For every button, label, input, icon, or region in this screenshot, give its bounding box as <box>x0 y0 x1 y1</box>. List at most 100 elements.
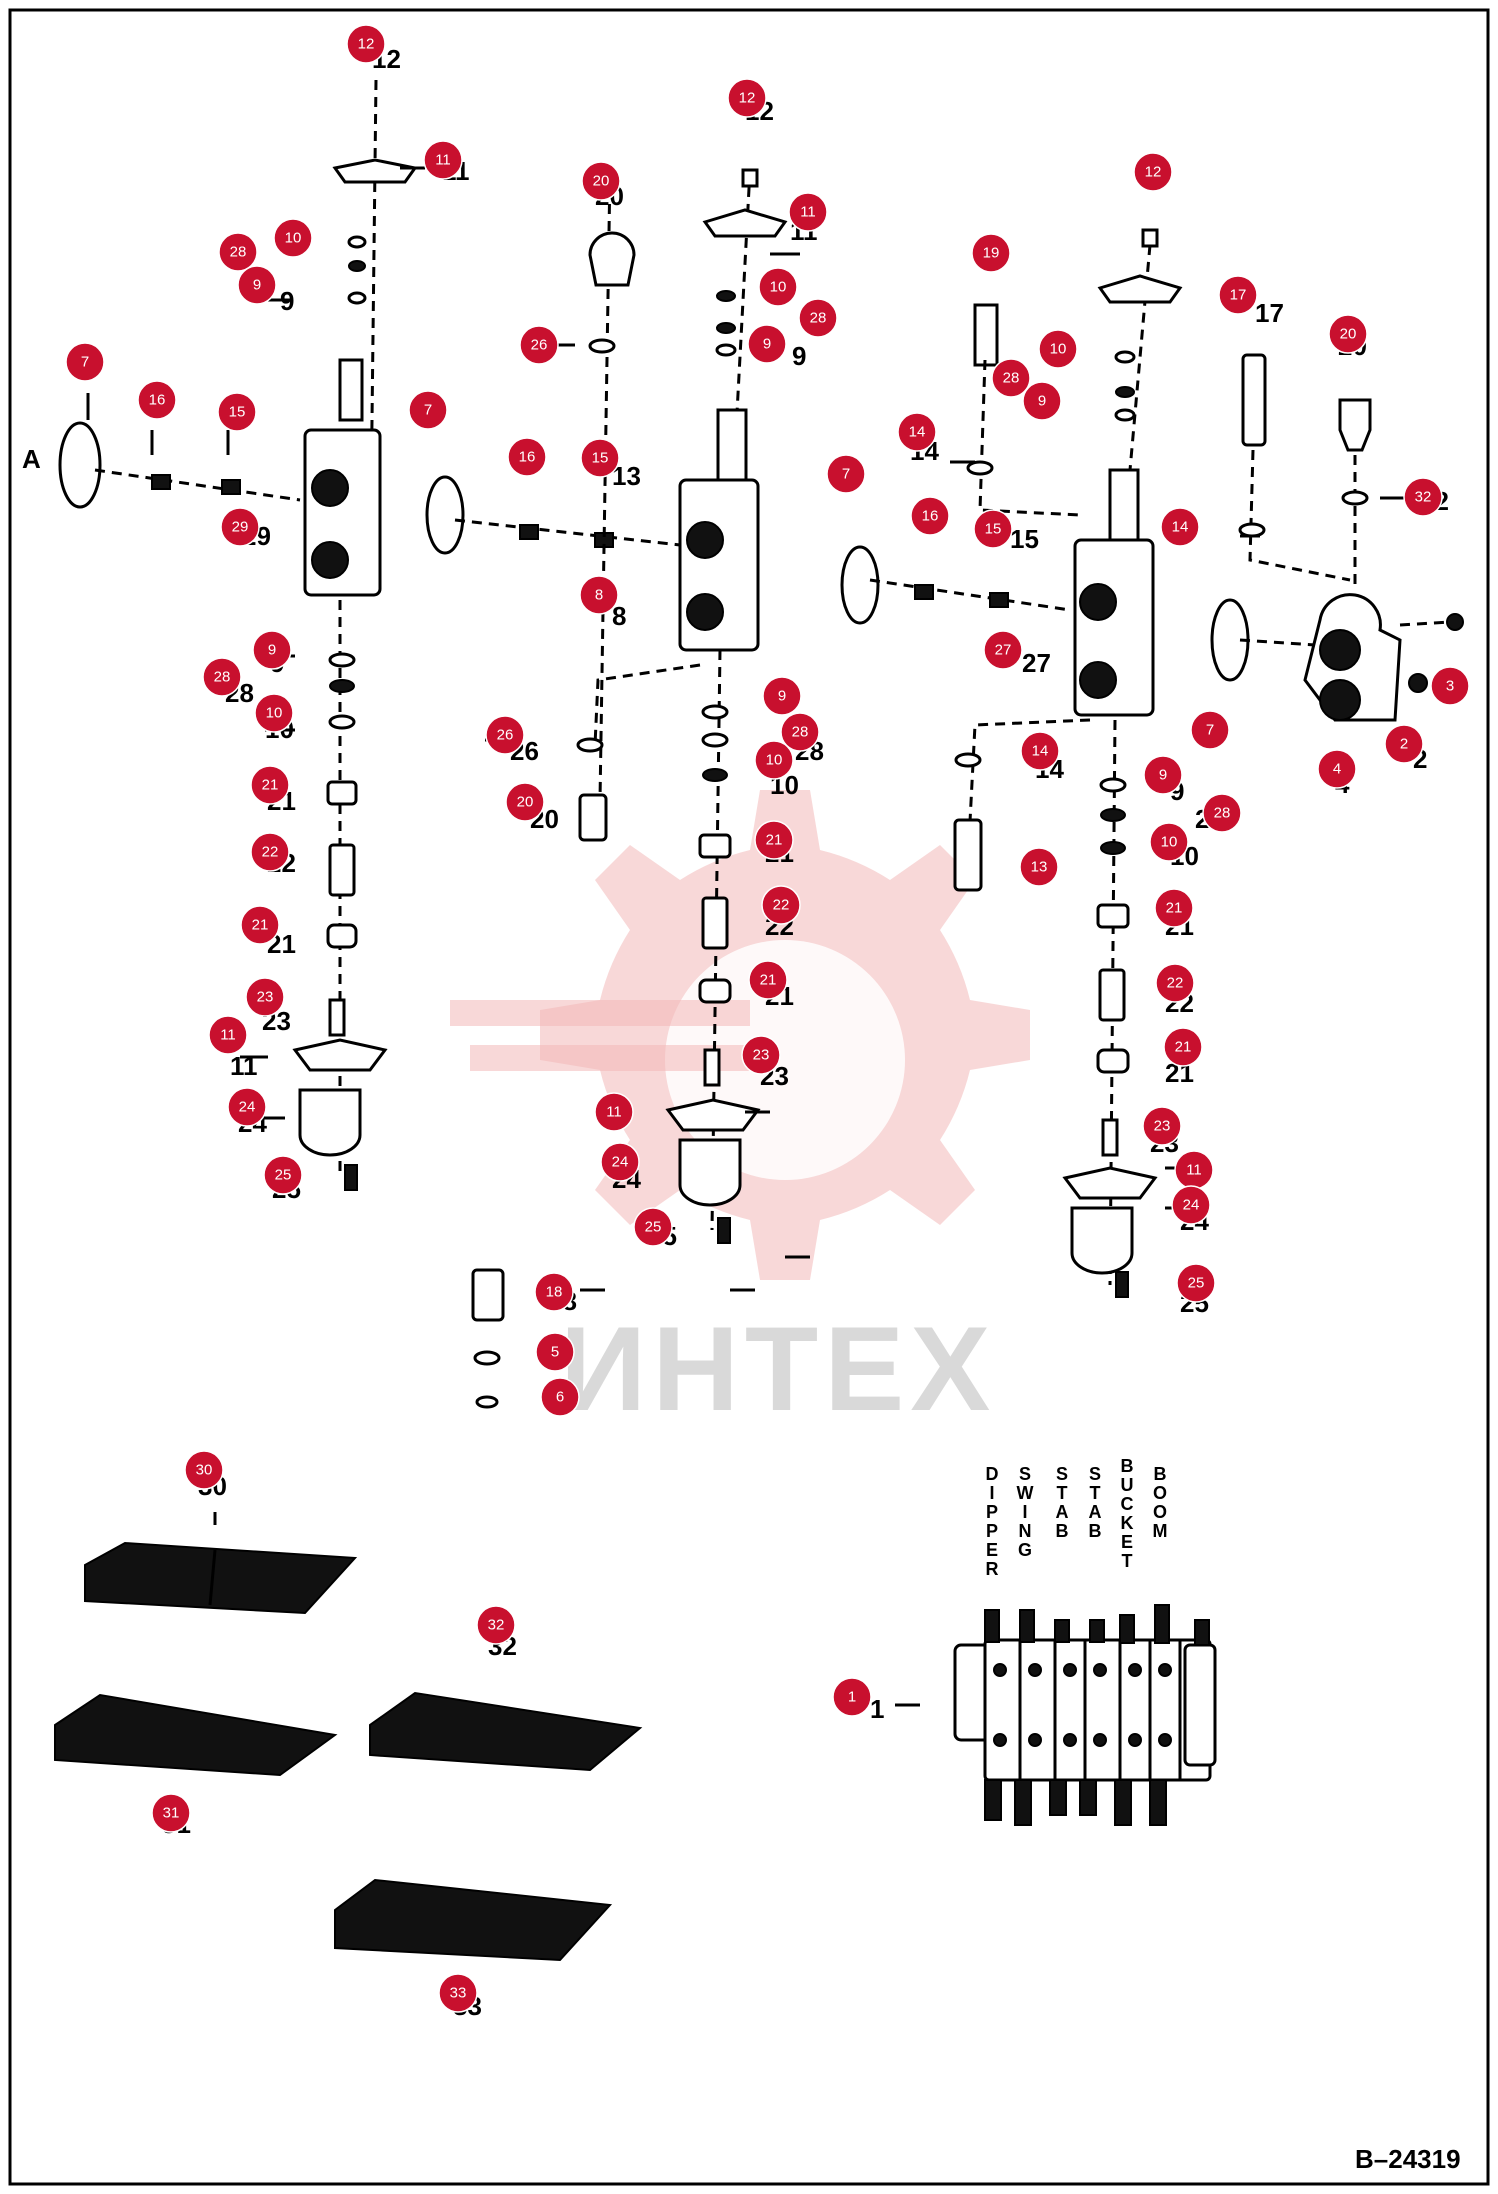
callout-badge-11[interactable]: 11 <box>208 1015 248 1055</box>
callout-badge-22[interactable]: 22 <box>250 832 290 872</box>
callout-badge-7[interactable]: 7 <box>1190 710 1230 750</box>
callout-badge-14[interactable]: 14 <box>897 412 937 452</box>
callout-badge-10[interactable]: 10 <box>758 267 798 307</box>
callout-badge-15[interactable]: 15 <box>973 509 1013 549</box>
callout-badge-number: 25 <box>645 1219 662 1236</box>
drawing-number: B–24319 <box>1355 2144 1461 2174</box>
callout-badge-21[interactable]: 21 <box>1154 888 1194 928</box>
callout-badges: 1211102897161529928102122212311242520121… <box>65 24 1470 2013</box>
callout-badge-28[interactable]: 28 <box>202 657 242 697</box>
callout-badge-circle <box>254 693 294 733</box>
callout-badge-20[interactable]: 20 <box>505 782 545 822</box>
callout-badge-11[interactable]: 11 <box>1174 1150 1214 1190</box>
callout-badge-8[interactable]: 8 <box>579 575 619 615</box>
callout-badge-circle <box>227 1087 267 1127</box>
callout-badge-11[interactable]: 11 <box>423 140 463 180</box>
callout-badge-25[interactable]: 25 <box>633 1207 673 1247</box>
callout-badge-6[interactable]: 6 <box>540 1377 580 1417</box>
callout-badge-12[interactable]: 12 <box>346 24 386 64</box>
callout-badge-21[interactable]: 21 <box>748 960 788 1000</box>
callout-badge-7[interactable]: 7 <box>408 390 448 430</box>
callout-badge-32[interactable]: 32 <box>476 1605 516 1645</box>
callout-badge-circle <box>761 885 801 925</box>
callout-badge-9[interactable]: 9 <box>1143 755 1183 795</box>
callout-badge-16[interactable]: 16 <box>910 496 950 536</box>
callout-badge-24[interactable]: 24 <box>227 1087 267 1127</box>
callout-badge-circle <box>519 325 559 365</box>
callout-badge-28[interactable]: 28 <box>218 232 258 272</box>
callout-badge-circle <box>983 630 1023 670</box>
callout-badge-10[interactable]: 10 <box>1038 329 1078 369</box>
callout-badge-14[interactable]: 14 <box>1020 731 1060 771</box>
callout-badge-30[interactable]: 30 <box>184 1450 224 1490</box>
callout-badge-10[interactable]: 10 <box>754 740 794 780</box>
callout-badge-28[interactable]: 28 <box>798 298 838 338</box>
callout-badge-26[interactable]: 26 <box>519 325 559 365</box>
callout-badge-23[interactable]: 23 <box>245 977 285 1017</box>
callout-badge-17[interactable]: 17 <box>1218 275 1258 315</box>
callout-badge-20[interactable]: 20 <box>1328 314 1368 354</box>
callout-badge-12[interactable]: 12 <box>1133 152 1173 192</box>
callout-badge-25[interactable]: 25 <box>263 1155 303 1195</box>
callout-badge-21[interactable]: 21 <box>754 820 794 860</box>
callout-badge-23[interactable]: 23 <box>741 1035 781 1075</box>
callout-badge-12[interactable]: 12 <box>727 78 767 118</box>
callout-badge-14[interactable]: 14 <box>1160 507 1200 547</box>
callout-badge-3[interactable]: 3 <box>1430 666 1470 706</box>
callout-badge-28[interactable]: 28 <box>991 358 1031 398</box>
callout-badge-15[interactable]: 15 <box>580 438 620 478</box>
callout-badge-2[interactable]: 2 <box>1384 724 1424 764</box>
callout-badge-9[interactable]: 9 <box>1022 381 1062 421</box>
callout-badge-31[interactable]: 31 <box>151 1793 191 1833</box>
callout-badge-21[interactable]: 21 <box>250 765 290 805</box>
callout-badge-21[interactable]: 21 <box>240 905 280 945</box>
callout-badge-29[interactable]: 29 <box>220 507 260 547</box>
callout-badge-4[interactable]: 4 <box>1317 749 1357 789</box>
callout-badge-28[interactable]: 28 <box>1202 793 1242 833</box>
callout-badge-9[interactable]: 9 <box>252 630 292 670</box>
callout-badge-26[interactable]: 26 <box>485 715 525 755</box>
callout-badge-18[interactable]: 18 <box>534 1272 574 1312</box>
callout-badge-19[interactable]: 19 <box>971 233 1011 273</box>
callout-badge-7[interactable]: 7 <box>65 342 105 382</box>
callout-badge-21[interactable]: 21 <box>1163 1027 1203 1067</box>
view-letter: A <box>22 444 41 474</box>
callout-badge-20[interactable]: 20 <box>581 161 621 201</box>
callout-badge-11[interactable]: 11 <box>788 192 828 232</box>
callout-badge-circle <box>273 218 313 258</box>
callout-badge-number: 11 <box>220 1027 236 1044</box>
callout-badge-9[interactable]: 9 <box>747 324 787 364</box>
callout-badge-11[interactable]: 11 <box>594 1092 634 1132</box>
callout-badge-27[interactable]: 27 <box>983 630 1023 670</box>
callout-badge-circle <box>217 392 257 432</box>
callout-badge-32[interactable]: 32 <box>1403 477 1443 517</box>
callout-badge-25[interactable]: 25 <box>1176 1263 1216 1303</box>
callout-badge-16[interactable]: 16 <box>507 437 547 477</box>
callout-badge-24[interactable]: 24 <box>600 1142 640 1182</box>
callout-badge-10[interactable]: 10 <box>273 218 313 258</box>
callout-badge-circle <box>910 496 950 536</box>
callout-badge-circle <box>758 267 798 307</box>
callout-badge-9[interactable]: 9 <box>237 265 277 305</box>
callout-badge-10[interactable]: 10 <box>254 693 294 733</box>
callout-badge-22[interactable]: 22 <box>1155 963 1195 1003</box>
callout-badge-33[interactable]: 33 <box>438 1973 478 2013</box>
callout-badge-number: 22 <box>1167 975 1184 992</box>
callout-badge-28[interactable]: 28 <box>780 712 820 752</box>
callout-badge-10[interactable]: 10 <box>1149 822 1189 862</box>
callout-badge-15[interactable]: 15 <box>217 392 257 432</box>
callout-badge-circle <box>346 24 386 64</box>
callout-badge-16[interactable]: 16 <box>137 380 177 420</box>
callout-badge-9[interactable]: 9 <box>762 676 802 716</box>
callout-badge-7[interactable]: 7 <box>826 454 866 494</box>
callout-badge-22[interactable]: 22 <box>761 885 801 925</box>
callout-badge-5[interactable]: 5 <box>535 1332 575 1372</box>
callout-badge-circle <box>423 140 463 180</box>
callout-badge-24[interactable]: 24 <box>1171 1185 1211 1225</box>
callout-badge-1[interactable]: 1 <box>832 1677 872 1717</box>
callout-badge-13[interactable]: 13 <box>1019 847 1059 887</box>
callout-badge-23[interactable]: 23 <box>1142 1106 1182 1146</box>
